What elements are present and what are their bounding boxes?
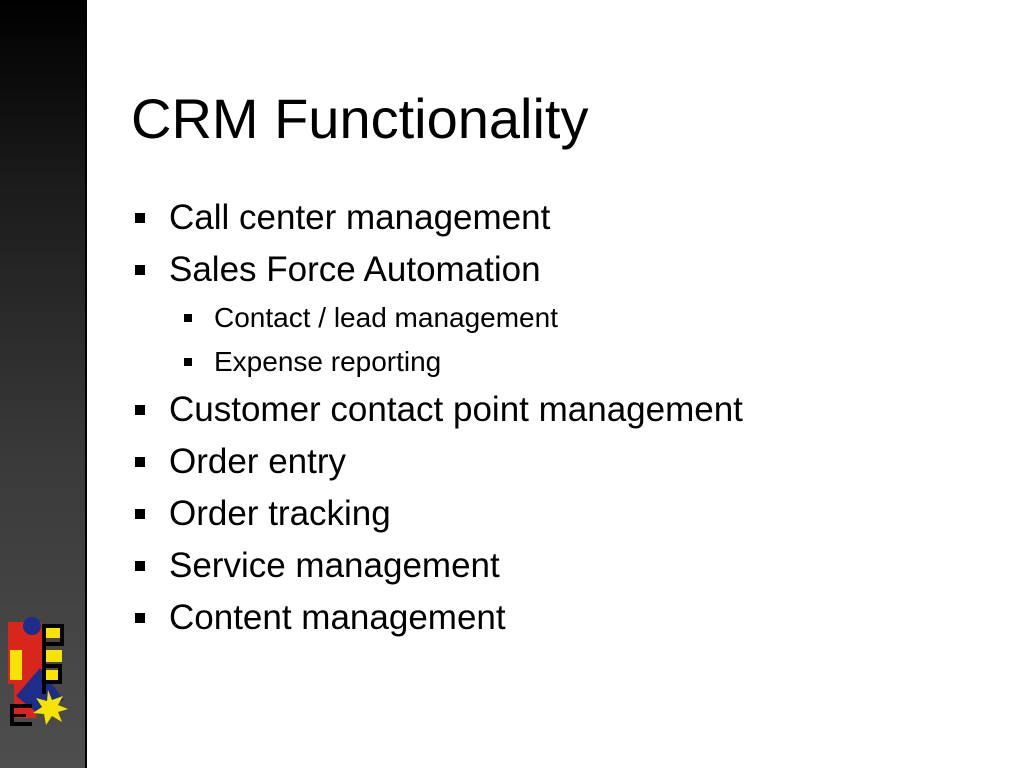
square-bullet-icon — [135, 613, 145, 623]
sub-bullet-text: Contact / lead management — [214, 302, 558, 333]
square-bullet-icon — [135, 213, 145, 223]
sub-bullet-text: Expense reporting — [214, 346, 442, 377]
list-item: Call center management — [131, 192, 991, 244]
list-item: Sales Force Automation — [131, 244, 991, 296]
side-bar-edge — [85, 0, 87, 768]
logo-icon — [8, 617, 68, 726]
square-bullet-icon — [184, 358, 192, 366]
square-bullet-icon — [135, 509, 145, 519]
square-bullet-icon — [135, 405, 145, 415]
square-bullet-icon — [135, 265, 145, 275]
list-item: Content management — [131, 592, 991, 644]
slide-title: CRM Functionality — [131, 87, 589, 150]
bullet-text: Sales Force Automation — [169, 250, 541, 289]
square-bullet-icon — [135, 457, 145, 467]
sub-list-item: Expense reporting — [131, 340, 991, 384]
sub-list-item: Contact / lead management — [131, 296, 991, 340]
list-item: Service management — [131, 540, 991, 592]
square-bullet-icon — [184, 314, 192, 322]
bullet-text: Content management — [169, 598, 506, 637]
bullet-text: Order entry — [169, 442, 346, 481]
bullet-text: Service management — [169, 546, 500, 585]
list-item: Customer contact point management — [131, 384, 991, 436]
square-bullet-icon — [135, 561, 145, 571]
bullet-text: Call center management — [169, 198, 551, 237]
list-item: Order entry — [131, 436, 991, 488]
list-item: Order tracking — [131, 488, 991, 540]
bullet-text: Order tracking — [169, 494, 391, 533]
bullet-list: Call center management Sales Force Autom… — [131, 192, 991, 644]
bullet-text: Customer contact point management — [169, 390, 743, 429]
